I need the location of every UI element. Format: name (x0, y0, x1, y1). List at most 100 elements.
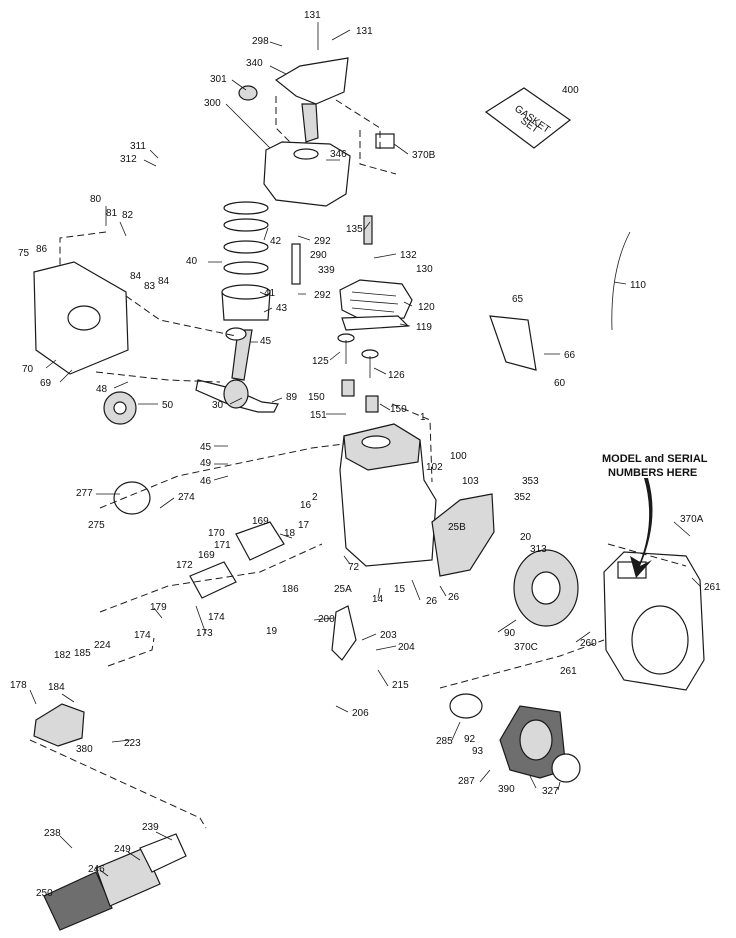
part-label: 60 (554, 378, 566, 389)
part-label: 40 (186, 256, 198, 267)
part-label: 292 (314, 290, 331, 301)
part-label: 238 (44, 828, 61, 839)
part-label: 14 (372, 594, 384, 605)
part-label: 50 (162, 400, 174, 411)
part-label: 285 (436, 736, 453, 747)
part-label: 92 (464, 734, 476, 745)
part-label: 103 (462, 476, 479, 487)
part-drawings: GASKET SET (33, 57, 705, 931)
part-label: 173 (196, 628, 213, 639)
part-label: 45 (200, 442, 212, 453)
part-label: 42 (270, 236, 282, 247)
part-label: 19 (266, 626, 278, 637)
part-label: 1 (420, 412, 426, 423)
part-label: 150 (308, 392, 325, 403)
part-label: 327 (542, 786, 559, 797)
part-label: 200 (318, 614, 335, 625)
part-label: 390 (498, 784, 515, 795)
part-label: 249 (114, 844, 131, 855)
part-label: 178 (10, 680, 27, 691)
part-label: 18 (284, 528, 296, 539)
part-label: 169 (252, 516, 269, 527)
part-label: 69 (40, 378, 52, 389)
part-label: 131 (304, 10, 321, 21)
part-label: 119 (416, 322, 432, 333)
part-label: 186 (282, 584, 299, 595)
part-label: 215 (392, 680, 409, 691)
part-label: 292 (314, 236, 331, 247)
part-label: 132 (400, 250, 417, 261)
part-label: 298 (252, 36, 269, 47)
part-label: 301 (210, 74, 227, 85)
part-label: 261 (704, 582, 721, 593)
part-label: 370B (412, 150, 436, 161)
part-label: 120 (418, 302, 435, 313)
part-label: 261 (560, 666, 577, 677)
part-label: 20 (520, 532, 532, 543)
part-label: 93 (472, 746, 484, 757)
assembly-lines (29, 96, 687, 829)
part-label: 203 (380, 630, 397, 641)
part-label: 83 (144, 281, 156, 292)
part-label: 81 (106, 208, 118, 219)
part-label: 370C (514, 642, 538, 653)
part-label: 84 (158, 276, 170, 287)
part-label: 311 (130, 141, 146, 152)
part-label: 65 (512, 294, 524, 305)
part-label: 277 (76, 488, 93, 499)
part-label: 370A (680, 514, 704, 525)
part-label: 380 (76, 744, 93, 755)
part-label: 48 (96, 384, 108, 395)
part-label: 224 (94, 640, 111, 651)
leader-lines (29, 22, 701, 877)
part-label: 223 (124, 738, 141, 749)
part-label: 174 (208, 612, 225, 623)
part-label: 313 (530, 544, 547, 555)
part-label: 86 (36, 244, 48, 255)
part-label: 206 (352, 708, 369, 719)
part-label: 275 (88, 520, 105, 531)
part-label: 274 (178, 492, 195, 503)
part-label: 2 (312, 492, 318, 503)
part-label: 75 (18, 248, 30, 259)
part-label: 204 (398, 642, 415, 653)
part-label: 290 (310, 250, 327, 261)
part-label: 312 (120, 154, 137, 165)
part-label: 130 (416, 264, 433, 275)
part-label: 172 (176, 560, 193, 571)
part-label: 353 (522, 476, 539, 487)
part-label: 102 (426, 462, 443, 473)
part-label: 16 (300, 500, 312, 511)
part-label: 80 (90, 194, 102, 205)
part-label: 17 (298, 520, 310, 531)
part-label: 340 (246, 58, 263, 69)
part-label: 82 (122, 210, 134, 221)
part-label: 135 (346, 224, 363, 235)
part-label: 185 (74, 648, 91, 659)
part-label: 151 (310, 410, 327, 421)
part-label: 30 (212, 400, 224, 411)
part-label: 25A (334, 584, 352, 595)
part-label: 126 (388, 370, 405, 381)
part-labels: 131 131 298 340 301 300 346 370B 400 311… (10, 10, 721, 899)
part-label: 246 (88, 864, 105, 875)
part-label: 26 (448, 592, 460, 603)
part-label: 174 (134, 630, 151, 641)
part-label: 184 (48, 682, 65, 693)
part-label: 49 (200, 458, 212, 469)
part-label: 171 (214, 540, 231, 551)
part-label: 100 (450, 451, 467, 462)
part-label: 169 (198, 550, 215, 561)
part-label: 170 (208, 528, 225, 539)
part-label: 339 (318, 265, 335, 276)
part-label: 125 (312, 356, 329, 367)
model-serial-arrow (630, 478, 653, 578)
part-label: 45 (260, 336, 272, 347)
part-label: 239 (142, 822, 159, 833)
part-label: 400 (562, 85, 579, 96)
part-label: 66 (564, 350, 576, 361)
part-label: 300 (204, 98, 221, 109)
part-label: 84 (130, 271, 142, 282)
part-label: 250 (36, 888, 53, 899)
